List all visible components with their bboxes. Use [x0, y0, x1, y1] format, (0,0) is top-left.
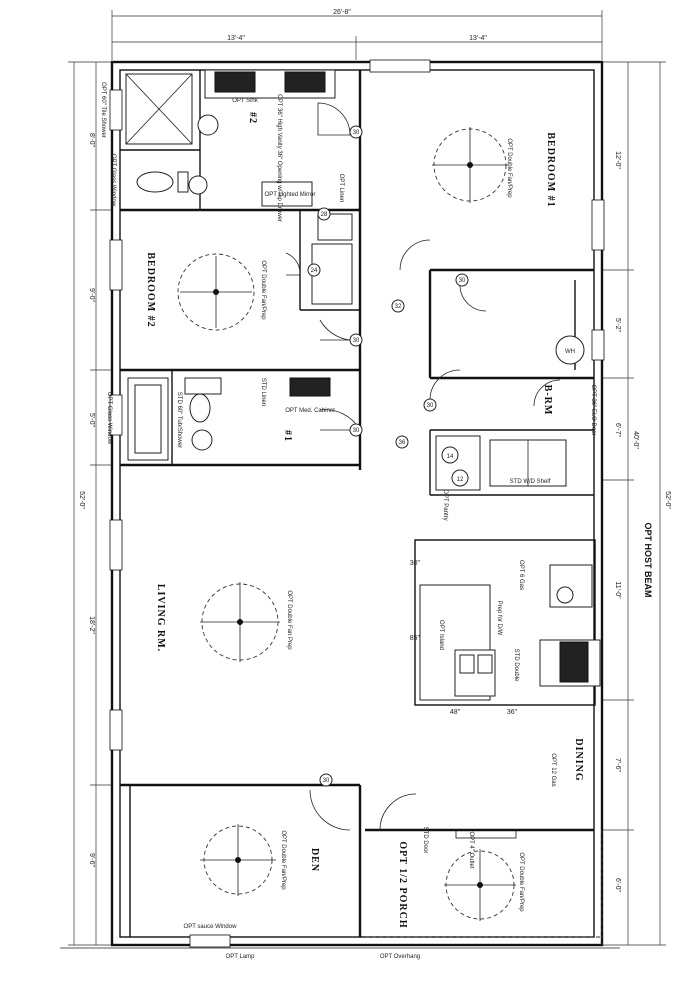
opt-gas2: OPT 12 Gas — [550, 753, 556, 786]
kitchen-dim-3: 30" — [410, 560, 421, 567]
footer-left: OPT Lamp — [226, 954, 256, 960]
mid-length: 40'-0" — [632, 431, 639, 449]
living-room: LIVING RM. OPT Double Fan Prep — [155, 582, 292, 662]
footer: OPT Lamp OPT Overhang — [60, 947, 620, 960]
overall-length-right: 52'-0" — [664, 491, 671, 509]
wh-label: WH — [565, 349, 575, 355]
fan-bed1: OPT Double Fan/Prep — [506, 138, 512, 198]
opt-outlet: OPT 4" Outlet — [468, 831, 474, 868]
brm-label: B-RM — [542, 385, 553, 416]
den: DEN OPT Double Fan/Prep OPT sauce Window — [184, 824, 320, 930]
bath1-fixtures: #1 STD 60" Tub/Shower OPT Glass Window O… — [106, 377, 335, 461]
right-seg-1: 12'-0" — [614, 151, 621, 169]
bedroom1-label: BEDROOM #1 — [545, 132, 556, 207]
opt-island: OPT Island — [438, 620, 444, 650]
std-tub-shower: STD 60" Tub/Shower — [176, 392, 182, 448]
opt-tile-shower: OPT 60" Tile Shower — [100, 82, 106, 138]
door-tag-8: 36 — [399, 440, 406, 446]
door-tag-10: 28 — [321, 212, 328, 218]
right-seg-6: 6'-0" — [614, 878, 621, 892]
std-double: STD Double — [513, 649, 519, 682]
opt-pantry: OPT Pantry — [442, 489, 448, 520]
right-seg-5: 7'-6" — [614, 758, 621, 772]
host-beam-label: OPT HOST BEAM — [643, 522, 653, 597]
bedroom2-label: BEDROOM #2 — [145, 252, 156, 327]
interior-walls — [120, 70, 603, 945]
door-tag-5: 30 — [459, 278, 466, 284]
den-label: DEN — [309, 848, 320, 872]
door-tag-1: 30 — [353, 130, 360, 136]
opt-lighted-mirror: OPT Lighted Mirror — [265, 192, 316, 198]
kitchen-dim-1: 48" — [450, 709, 461, 716]
opt-sauce-window: OPT sauce Window — [184, 924, 238, 930]
door-tag-9: 30 — [323, 778, 330, 784]
prep-dw: Prep for D/W — [496, 601, 502, 636]
opt-linen-2: OPT Linen — [338, 174, 344, 203]
left-seg-1: 8'-0" — [88, 133, 95, 147]
bath2-fixtures: #2 OPT Sink OPT 60" Tile Shower OPT Glas… — [100, 69, 344, 222]
top-dimensions: 26'-8" 13'-4" 13'-4" — [111, 9, 603, 60]
washer-num: 14 — [447, 454, 454, 460]
door-tag-2: 24 — [311, 268, 318, 274]
left-dimensions: 52'-0" 8'-0" 9'-0" 5'-0" 18'-2" 9'-6" — [68, 61, 112, 946]
overall-length-left: 52'-0" — [78, 491, 85, 509]
dining-porch: DINING OPT 12 Gas OPT 1/2 PORCH OPT Doub… — [397, 738, 584, 928]
laundry-room: WH B-RM 14 12 STD W/D Shelf OPT 36" ELO … — [435, 335, 596, 491]
opt-sink-label: OPT Sink — [232, 98, 259, 104]
opt-med-cabinet: OPT Med. Cabinet — [285, 408, 335, 414]
std-door: STD Door — [422, 827, 428, 854]
std-linen-1: STD Linen — [260, 378, 266, 406]
left-seg-4: 18'-2" — [88, 616, 95, 634]
living-label: LIVING RM. — [155, 584, 166, 652]
right-width: 13'-4" — [469, 35, 487, 42]
opt-glass-window-top: OPT Glass Window — [110, 154, 116, 207]
opt-door: OPT 36" ELO Door — [590, 384, 596, 435]
exterior-walls — [109, 59, 605, 948]
bedroom1: BEDROOM #1 OPT Double Fan/Prep — [432, 127, 556, 208]
fan-living: OPT Double Fan Prep — [286, 590, 292, 650]
fan-porch: OPT Double Fan/Prep — [518, 852, 524, 912]
bath1-label: #1 — [282, 430, 293, 442]
right-dimensions: 52'-0" 40'-0" 12'-0" 5'-2" 6'-7" 11'-0" … — [602, 61, 671, 946]
door-tag-3: 30 — [353, 338, 360, 344]
fan-bed2: OPT Double Fan/Prep — [260, 260, 266, 320]
kitchen: Prep for D/W OPT Island STD Double OPT 6… — [410, 489, 601, 716]
right-seg-4: 11'-0" — [614, 581, 621, 599]
kitchen-dim-2: 36" — [507, 709, 518, 716]
left-seg-2: 9'-0" — [88, 288, 95, 302]
door-tags: 30 24 30 32 30 30 30 36 30 28 — [307, 125, 469, 787]
dining-label: DINING — [573, 738, 584, 781]
right-seg-2: 5'-2" — [614, 318, 621, 332]
overall-width: 26'-8" — [333, 9, 351, 16]
kitchen-dim-4: 85" — [410, 635, 421, 642]
opt-gas: OPT 6 Gas — [518, 560, 524, 590]
std-wd: STD W/D Shelf — [510, 479, 551, 485]
dryer-num: 12 — [457, 477, 464, 483]
opt-glass-window-mid: OPT Glass Window — [106, 392, 112, 445]
left-seg-5: 9'-6" — [88, 853, 95, 867]
door-tag-6: 30 — [353, 428, 360, 434]
left-seg-3: 5'-0" — [88, 413, 95, 427]
footer-right: OPT Overhang — [380, 954, 420, 960]
bath2-label: #2 — [247, 112, 258, 124]
bedroom2: BEDROOM #2 OPT Double Fan/Prep — [145, 213, 353, 331]
door-tag-4: 32 — [395, 304, 402, 310]
left-width: 13'-4" — [227, 35, 245, 42]
right-seg-3: 6'-7" — [614, 423, 621, 437]
door-tag-7: 30 — [427, 403, 434, 409]
fan-den: OPT Double Fan/Prep — [280, 830, 286, 890]
porch-label: OPT 1/2 PORCH — [397, 841, 408, 928]
high-vanity: OPT 36" High Vanity 36" Opening w/Top Dr… — [276, 94, 282, 222]
